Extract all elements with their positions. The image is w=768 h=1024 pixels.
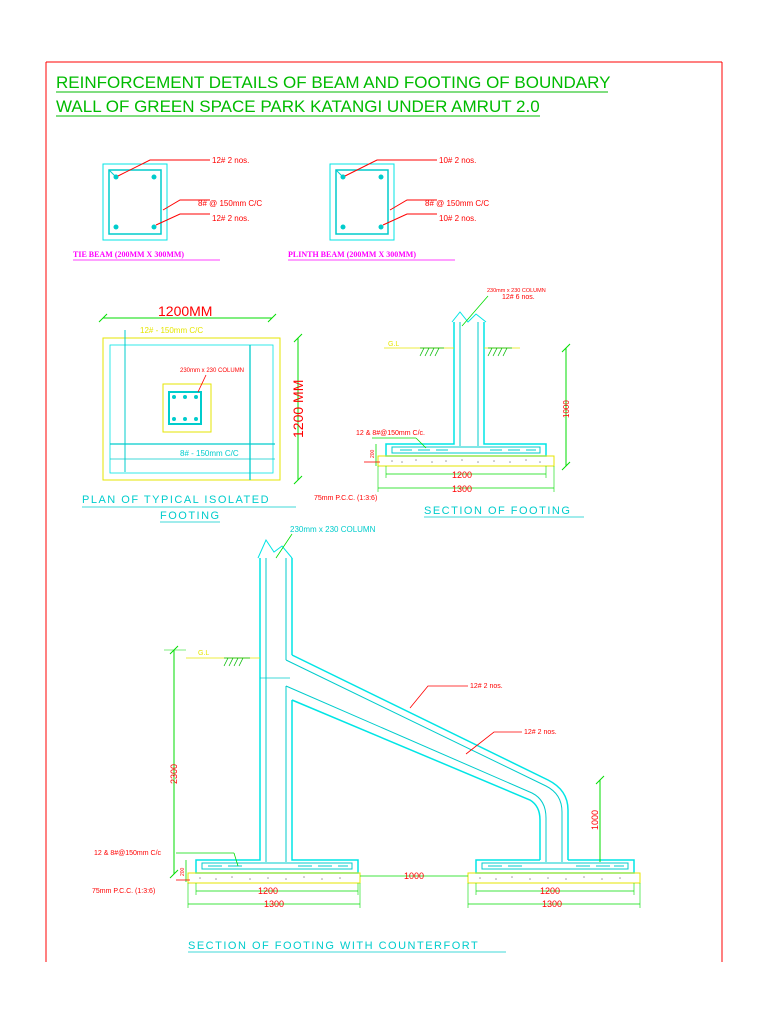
cf-ground: G.L — [198, 650, 209, 657]
sheet-border — [45, 61, 723, 962]
cf-pcc: 75mm P.C.C. (1:3:6) — [92, 888, 155, 895]
title-line-1: REINFORCEMENT DETAILS OF BEAM AND FOOTIN… — [56, 73, 610, 92]
cf-mesh: 12 & 8#@150mm C/c — [94, 850, 162, 857]
plinth-beam-stirrups: 8# @ 150mm C/C — [425, 199, 489, 208]
section-width-outer: 1300 — [452, 484, 472, 494]
tie-beam-top-bars: 12# 2 nos. — [212, 156, 249, 165]
cf-strut-bars-bottom: 12# 2 nos. — [524, 729, 557, 736]
cf-column-label: 230mm x 230 COLUMN — [290, 525, 376, 534]
plan-caption-2: FOOTING — [160, 510, 221, 522]
cf-height: 2300 — [169, 764, 179, 784]
section-thickness: 200 — [370, 449, 376, 458]
section-depth: 1000 — [562, 400, 571, 418]
plan-width-dim: 1200MM — [158, 303, 212, 319]
section-column-bars: 12# 6 nos. — [502, 294, 535, 301]
cf-thickness: 200 — [180, 867, 186, 876]
plinth-beam-caption: PLINTH BEAM (200MM X 300MM) — [288, 250, 416, 259]
cf-right-outer: 1300 — [542, 899, 562, 909]
cf-spacing: 1000 — [404, 871, 424, 881]
counterfort-section: 230mm x 230 COLUMN — [92, 525, 641, 953]
tie-beam-stirrups: 8# @ 150mm C/C — [198, 199, 262, 208]
plan-top-bars: 12# - 150mm C/C — [140, 326, 203, 335]
cf-right-inner: 1200 — [540, 886, 560, 896]
cf-strut-bars-top: 12# 2 nos. — [470, 683, 503, 690]
cf-right-height: 1000 — [590, 810, 600, 830]
plinth-beam-detail: 10# 2 nos. 8# @ 150mm C/C 10# 2 nos. PLI… — [288, 156, 489, 261]
section-ground: G.L — [388, 341, 399, 348]
tie-beam-bottom-bars: 12# 2 nos. — [212, 214, 249, 223]
section-column-label: 230mm x 230 COLUMN — [487, 288, 546, 294]
section-pcc: 75mm P.C.C. (1:3:6) — [314, 495, 377, 502]
cf-caption: SECTION OF FOOTING WITH COUNTERFORT — [188, 940, 479, 952]
plan-column: 230mm x 230 COLUMN — [180, 368, 244, 374]
plinth-beam-top-bars: 10# 2 nos. — [439, 156, 476, 165]
plan-bottom-bars: 8# - 150mm C/C — [180, 449, 239, 458]
section-caption: SECTION OF FOOTING — [424, 505, 571, 517]
section-width-inner: 1200 — [452, 470, 472, 480]
tie-beam-detail: 12# 2 nos. 8# @ 150mm C/C 12# 2 nos. TIE… — [73, 156, 262, 261]
cf-left-outer: 1300 — [264, 899, 284, 909]
sheet-title: REINFORCEMENT DETAILS OF BEAM AND FOOTIN… — [56, 73, 610, 117]
title-line-2: WALL OF GREEN SPACE PARK KATANGI UNDER A… — [56, 97, 540, 116]
plan-caption-1: PLAN OF TYPICAL ISOLATED — [82, 494, 270, 506]
tie-beam-caption: TIE BEAM (200MM X 300MM) — [73, 250, 184, 259]
section-mesh: 12 & 8#@150mm C/c. — [356, 430, 425, 437]
plan-height-dim: 1200 MM — [290, 380, 306, 438]
plan-isolated-footing: 1200MM 1200 MM 12# - 150mm C/C 8# - 150m… — [82, 303, 306, 523]
cf-left-inner: 1200 — [258, 886, 278, 896]
section-footing: G.L 230mm x 230 COLUMN 12# 6 nos. 1000 1… — [314, 288, 584, 518]
plinth-beam-bottom-bars: 10# 2 nos. — [439, 214, 476, 223]
